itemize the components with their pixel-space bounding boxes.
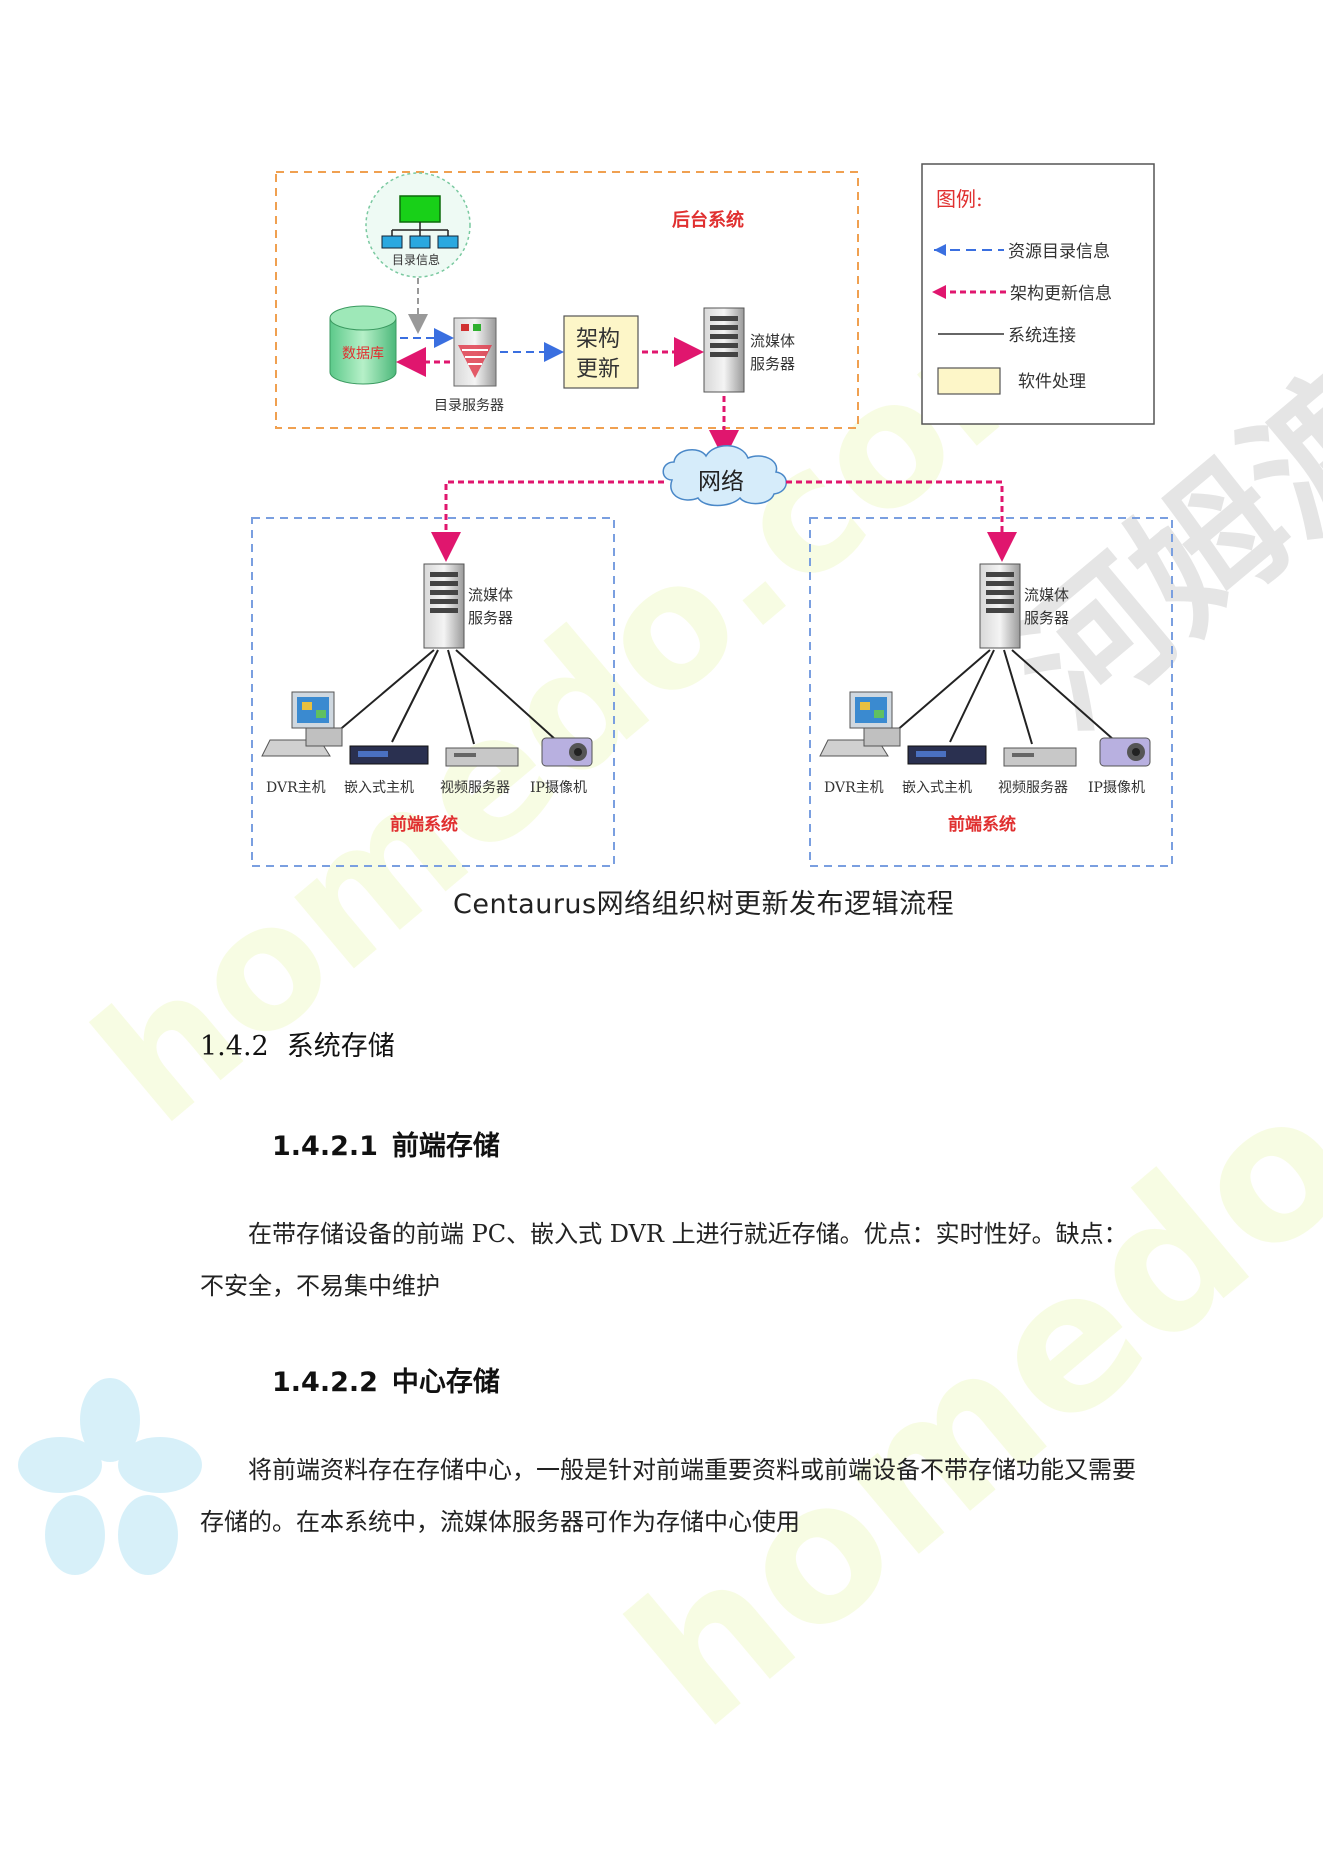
backend-media-server-line2: 服务器 xyxy=(750,355,795,373)
right-media-server-line2: 服务器 xyxy=(1024,609,1069,627)
backend-media-server-icon xyxy=(703,307,745,393)
network-to-left-frontend-arrow xyxy=(431,480,664,562)
right-connection-lines xyxy=(887,649,1115,745)
paragraph-frontend-storage: 在带存储设备的前端 PC、嵌入式 DVR 上进行就近存储。优点：实时性好。缺点：… xyxy=(200,1220,1128,1300)
section-number: 1.4.2.1 xyxy=(272,1131,378,1162)
left-device-embedded: 嵌入式主机 xyxy=(344,780,414,796)
section-title: 系统存储 xyxy=(286,1031,395,1062)
right-media-server-line1: 流媒体 xyxy=(1024,586,1069,604)
right-device-embedded: 嵌入式主机 xyxy=(902,780,972,796)
legend-yellow-swatch xyxy=(937,367,1001,395)
left-media-server-icon xyxy=(423,563,465,649)
section-number: 1.4.2 xyxy=(200,1031,269,1062)
section-heading-142: 1.4.2 系统存储 xyxy=(200,1024,395,1063)
section-title: 中心存储 xyxy=(391,1367,500,1398)
catalog-info-circle xyxy=(365,172,471,278)
arch-update-line2: 更新 xyxy=(576,357,620,382)
watermark-flower-logo xyxy=(18,1378,202,1575)
network-diagram: 后台系统 目录信息 数据库 目录服务器 架构 更新 xyxy=(251,163,1173,867)
paragraph-center-storage: 将前端资料存在存储中心，一般是针对前端重要资料或前端设备不带存储功能又需要存储的… xyxy=(200,1456,1136,1536)
section-title: 前端存储 xyxy=(391,1131,500,1162)
left-device-dvr: DVR主机 xyxy=(266,780,326,796)
right-dvr-pc-icon xyxy=(819,691,901,757)
right-frontend-title: 前端系统 xyxy=(948,814,1016,835)
database-label: 数据库 xyxy=(342,346,384,362)
right-embedded-host-icon xyxy=(907,745,987,765)
section-heading-1421: 1.4.2.1 前端存储 xyxy=(272,1124,500,1163)
right-frontend-box xyxy=(809,517,1173,867)
right-video-server-icon xyxy=(1003,747,1077,767)
right-ip-camera-icon xyxy=(1099,737,1151,767)
database-icon xyxy=(329,305,397,385)
left-device-ip-camera: IP摄像机 xyxy=(530,780,587,796)
left-video-server-icon xyxy=(445,747,519,767)
arch-update-box xyxy=(563,315,639,389)
left-embedded-host-icon xyxy=(349,745,429,765)
left-connection-lines xyxy=(329,649,557,745)
figure-caption: Centaurus网络组织树更新发布逻辑流程 xyxy=(453,889,955,920)
left-media-server-line1: 流媒体 xyxy=(468,586,513,604)
left-device-video-server: 视频服务器 xyxy=(440,780,510,796)
catalog-info-label: 目录信息 xyxy=(392,252,440,267)
network-cloud-icon xyxy=(662,445,787,507)
arch-update-line1: 架构 xyxy=(576,327,620,352)
tree-icon xyxy=(381,195,459,249)
legend-item-arch: 架构更新信息 xyxy=(1010,284,1112,304)
catalog-server-label: 目录服务器 xyxy=(434,398,504,414)
right-media-server-icon xyxy=(979,563,1021,649)
right-device-dvr: DVR主机 xyxy=(824,780,884,796)
left-dvr-pc-icon xyxy=(261,691,343,757)
section-heading-1422: 1.4.2.2 中心存储 xyxy=(272,1360,500,1399)
backend-title: 后台系统 xyxy=(672,209,744,231)
catalog-server-icon xyxy=(453,317,497,387)
right-device-ip-camera: IP摄像机 xyxy=(1088,780,1145,796)
right-device-video-server: 视频服务器 xyxy=(998,780,1068,796)
left-media-server-line2: 服务器 xyxy=(468,609,513,627)
legend-title: 图例: xyxy=(936,187,983,211)
legend-item-catalog: 资源目录信息 xyxy=(1008,242,1110,262)
backend-system-box xyxy=(275,171,859,429)
legend-item-software: 软件处理 xyxy=(1018,372,1086,392)
network-label: 网络 xyxy=(698,469,744,495)
left-frontend-title: 前端系统 xyxy=(390,814,458,835)
section-number: 1.4.2.2 xyxy=(272,1367,378,1398)
legend-item-connection: 系统连接 xyxy=(1008,326,1076,346)
backend-media-server-line1: 流媒体 xyxy=(750,332,795,350)
left-ip-camera-icon xyxy=(541,737,593,767)
left-frontend-box xyxy=(251,517,615,867)
network-to-right-frontend-arrow xyxy=(786,480,1017,562)
